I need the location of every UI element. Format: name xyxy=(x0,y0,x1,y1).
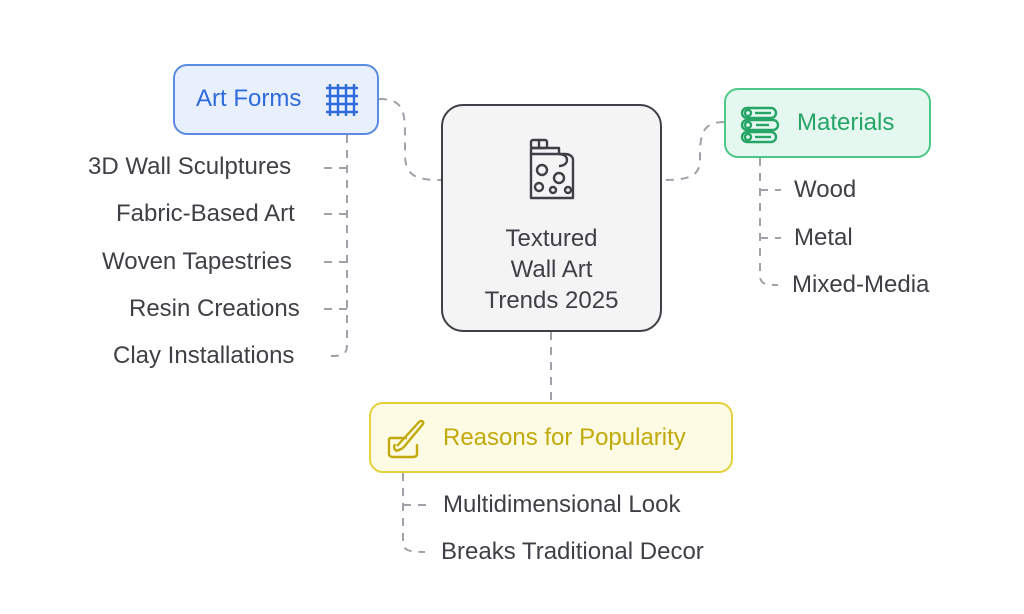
central-title-line-3: Trends 2025 xyxy=(484,287,619,314)
grid-mesh-icon xyxy=(322,80,362,127)
wallpaper-roll-icon xyxy=(525,138,579,205)
reasons-for-popularity-node[interactable]: Reasons for Popularity xyxy=(369,402,733,473)
materials-item-3: Mixed-Media xyxy=(792,271,930,298)
connector-art-forms-center xyxy=(378,98,442,181)
reasons-label: Reasons for Popularity xyxy=(443,424,686,451)
central-topic-title: Textured Wall Art Trends 2025 xyxy=(443,223,660,316)
materials-item-1: Wood xyxy=(794,176,857,203)
art-forms-label: Art Forms xyxy=(196,85,302,112)
materials-node[interactable]: Materials xyxy=(724,88,931,158)
art-forms-node[interactable]: Art Forms xyxy=(173,64,379,135)
connector-art-forms-trunk xyxy=(329,135,348,357)
central-title-line-2: Wall Art xyxy=(510,256,593,283)
central-title-line-1: Textured xyxy=(505,225,598,252)
materials-item-2: Metal xyxy=(794,224,853,251)
art-forms-item-3: Woven Tapestries xyxy=(102,248,292,275)
reasons-item-1: Multidimensional Look xyxy=(443,491,681,518)
central-topic-node[interactable]: Textured Wall Art Trends 2025 xyxy=(441,104,662,332)
art-forms-item-1: 3D Wall Sculptures xyxy=(88,153,292,180)
materials-label: Materials xyxy=(797,109,895,136)
connector-materials-center xyxy=(661,121,725,181)
reasons-item-2: Breaks Traditional Decor xyxy=(441,538,704,565)
connector-reasons-trunk xyxy=(402,473,426,553)
material-swatches-icon xyxy=(739,104,781,151)
art-forms-item-2: Fabric-Based Art xyxy=(116,200,295,227)
art-forms-item-5: Clay Installations xyxy=(113,342,295,369)
paintbrush-bucket-icon xyxy=(383,416,427,467)
connector-materials-trunk xyxy=(759,158,779,286)
art-forms-item-4: Resin Creations xyxy=(129,295,300,322)
